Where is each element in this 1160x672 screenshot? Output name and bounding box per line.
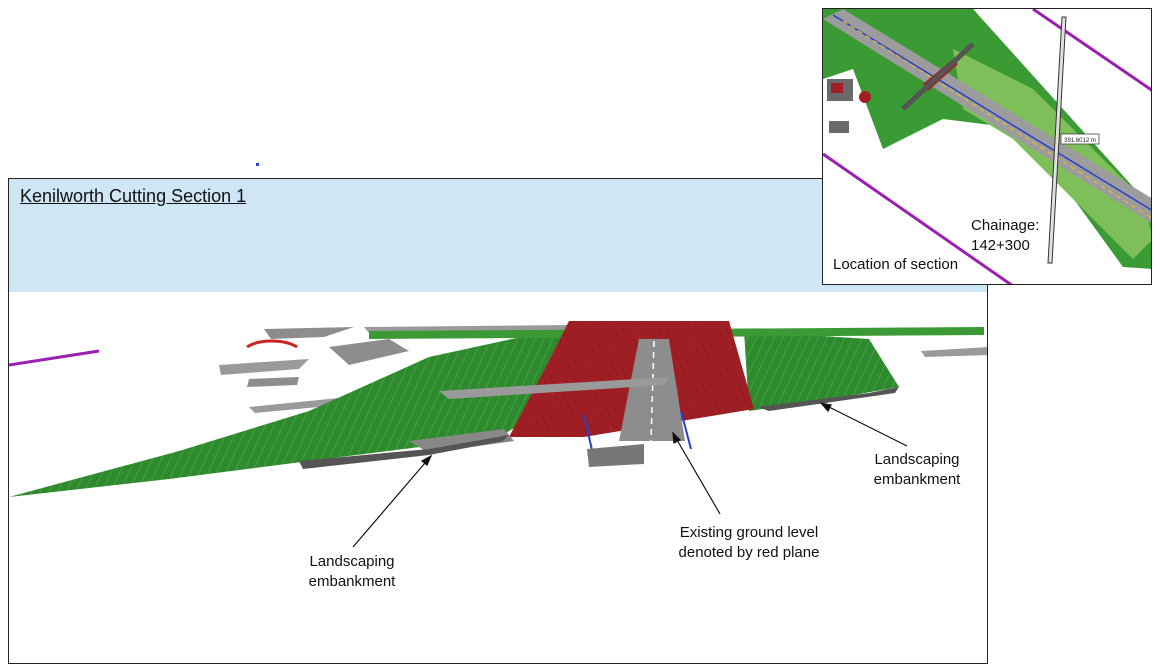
label-line: Landscaping (309, 553, 395, 570)
chainage-value: 142+300 (971, 237, 1030, 254)
location-caption: Location of section (833, 256, 959, 273)
building (831, 83, 843, 93)
road-edge-blue (680, 410, 692, 450)
slab (409, 429, 514, 453)
left-embankment-toe (299, 435, 509, 469)
building (829, 121, 849, 133)
road-edge (832, 14, 1151, 211)
road-centreline (650, 340, 655, 442)
label-line: embankment (308, 573, 396, 590)
left-embankment-surface (9, 331, 569, 497)
boundary-line (9, 349, 100, 367)
right-embankment-label: Landscaping embankment (857, 450, 977, 490)
distant-road (264, 327, 354, 339)
distant-road (921, 347, 987, 357)
bridge-deck (587, 444, 644, 467)
label-line: Landscaping (874, 451, 960, 468)
distant-road (219, 359, 309, 375)
building (859, 91, 871, 103)
overbridge (901, 42, 975, 111)
distant-road (329, 339, 409, 365)
corridor-landscape (823, 9, 1151, 269)
right-embankment-surface (744, 331, 899, 411)
boundary-line (1032, 9, 1151, 92)
inset-road (823, 9, 1151, 223)
distant-road (247, 377, 299, 387)
label-line: Existing ground level (679, 524, 819, 541)
survey-marker (256, 163, 259, 166)
section-line (1047, 16, 1067, 264)
inset-render: 391.6012 m (823, 9, 1151, 284)
measure-tag-box (1060, 133, 1100, 145)
annotation-arrows (352, 402, 908, 548)
measure-tag-text: 391.6012 m (1064, 138, 1096, 144)
right-embankment-toe (757, 387, 899, 411)
boundary-line (823, 152, 1013, 284)
label-line: denoted by red plane (678, 544, 820, 561)
road-centreline (842, 20, 1151, 219)
section-title: Kenilworth Cutting Section 1 (20, 186, 247, 206)
roundabout-line (246, 339, 298, 349)
label-line: embankment (873, 471, 961, 488)
ground-level-label: Existing ground level denoted by red pla… (649, 523, 849, 563)
section-render (9, 179, 987, 548)
chainage-label: Chainage: (971, 217, 1040, 234)
left-embankment-label: Landscaping embankment (277, 552, 427, 592)
location-inset-map: 391.6012 m Chainage: 142+300 Location of… (822, 8, 1152, 285)
cross-section-plane (439, 377, 669, 399)
